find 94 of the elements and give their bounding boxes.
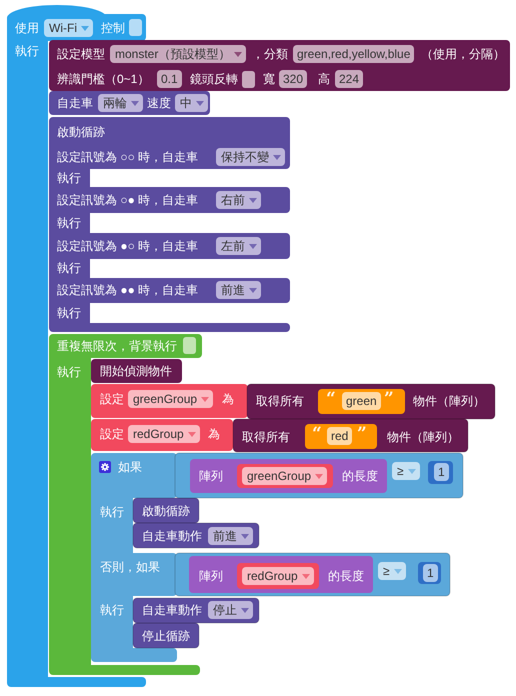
block-label: 停止循跡 [142,628,190,644]
text-field: 1 [423,564,438,582]
block-label: 自走車動作 [142,602,202,618]
dropdown-field: 保持不變 [216,148,285,166]
block-label: ，分類 [252,46,288,62]
block-label: 自走車動作 [142,528,202,544]
loop-block [49,117,290,332]
value-block [189,556,373,593]
block-label: 重複無限次，背景執行 [57,338,177,354]
dropdown-field: 停止 [208,601,253,619]
value-block [233,419,468,452]
block-label: 執行 [15,43,39,59]
quote-mark: ” [357,426,367,442]
block-label: 執行 [57,260,81,276]
block-label: 的長度 [342,468,378,484]
value-block [247,384,495,419]
text-field: 1 [434,463,449,481]
dropdown-field: greenGroup [128,390,214,408]
variable-block [237,563,319,589]
text-block [305,424,377,449]
block-label: 控制 [101,20,125,36]
block-label: （使用，分隔） [421,46,505,62]
statement-block [91,419,233,451]
block-label: 如果 [118,459,142,475]
quote-mark: ” [384,391,394,407]
text-field: 224 [335,70,364,88]
block-label: 開始偵測物件 [100,363,172,379]
dropdown-field: Wi-Fi [44,19,93,37]
block-label: 設定訊號為 ○● 時，自走車 [57,192,198,208]
block-label: 執行 [100,504,124,520]
block-label: 執行 [100,602,124,618]
text-block [318,389,405,414]
block-label: 自走車 [57,95,93,111]
dropdown-field: 中 [175,94,208,112]
block-label: 為 [222,391,234,407]
dropdown-field: 右前 [216,191,261,209]
block-label: 設定訊號為 ○○ 時，自走車 [57,149,198,165]
block-label: 執行 [57,364,81,380]
block-label: 取得所有 [242,429,290,445]
variable-block [237,464,333,488]
statement-block [91,384,248,418]
value-block [190,459,387,493]
dropdown-field: redGroup [242,567,314,585]
dropdown-field: ≥ [378,562,406,580]
dropdown-field: greenGroup [242,467,328,485]
compare-block [175,453,463,498]
block-label: 為 [208,426,220,442]
block-label: 否則，如果 [100,559,160,575]
block-label: 啟動循跡 [57,124,105,140]
block-label: 執行 [57,170,81,186]
block-label: 設定 [100,426,124,442]
statement-block [49,40,510,91]
statement-block [133,523,259,548]
compare-block [175,553,450,596]
block-label: 高 [318,71,330,87]
block-label: 執行 [57,305,81,321]
text-field: red [327,427,352,445]
text-field: green [342,392,381,410]
block-label: 設定訊號為 ●○ 時，自走車 [57,238,198,254]
block-label: 的長度 [328,568,364,584]
dropdown-field: monster（預設模型） [110,45,246,63]
block-label: 設定 [100,391,124,407]
statement-block [133,623,199,648]
statement-block [133,598,259,623]
block-label: 陣列 [199,468,223,484]
quote-mark: “ [312,426,322,442]
block-label: 速度 [147,95,171,111]
block-label: 寬 [263,71,275,87]
statement-block [49,91,210,115]
block-label: 啟動循跡 [142,503,190,519]
text-field: green,red,yellow,blue [293,45,414,63]
dropdown-field: redGroup [128,425,200,443]
dropdown-field: 左前 [216,237,261,255]
statement-block [91,359,182,383]
block-label: 辨識門檻（0~1） [57,71,150,87]
block-label: 取得所有 [256,393,304,409]
quote-mark: “ [326,391,336,407]
block-label: 執行 [57,215,81,231]
statement-block [133,498,199,523]
block-label: 使用 [15,20,39,36]
block-label: 物件（陣列） [387,429,459,445]
dropdown-field: 兩輪 [98,94,143,112]
text-field: 320 [279,70,308,88]
dropdown-field: ≥ [392,462,420,480]
number-block [418,562,441,584]
dropdown-field: 前進 [216,281,261,299]
block-label: 物件（陣列） [413,393,485,409]
text-field: 0.1 [157,70,182,88]
block-label: 設定訊號為 ●● 時，自走車 [57,282,198,298]
block-label: 鏡頭反轉 [190,71,238,87]
dropdown-field: 前進 [208,527,253,545]
number-block [428,461,453,484]
block-label: 陣列 [199,568,223,584]
block-label: 設定模型 [57,46,105,62]
